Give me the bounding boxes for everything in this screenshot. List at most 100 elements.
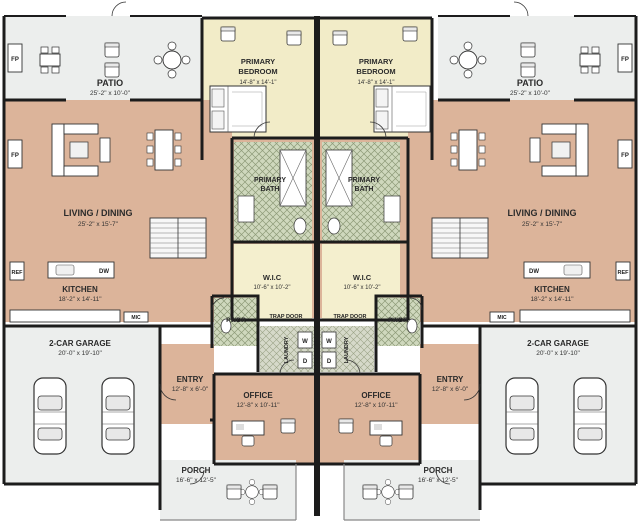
car-icon bbox=[33, 377, 67, 455]
right-kitchen-dims: 18'-2" x 14'-11" bbox=[530, 296, 574, 303]
chair-icon bbox=[104, 62, 120, 78]
chair-icon bbox=[332, 30, 348, 46]
chair-icon bbox=[220, 26, 236, 42]
left-bath-label-1: PRIMARY bbox=[254, 177, 286, 184]
right-garage-label: 2-CAR GARAGE bbox=[527, 339, 589, 348]
right-bedroom-label-2: BEDROOM bbox=[356, 67, 395, 76]
kitchen-island bbox=[489, 261, 631, 323]
right-fp-patio: FP bbox=[621, 57, 629, 63]
left-kitchen-dims: 18'-2" x 14'-11" bbox=[58, 296, 102, 303]
left-trapdoor-label: TRAP DOOR bbox=[270, 314, 303, 320]
left-walls bbox=[2, 16, 314, 510]
left-entry-floor bbox=[160, 344, 214, 424]
right-living-dims: 25'-2" x 15'-7" bbox=[522, 221, 563, 228]
dining-table-icon bbox=[450, 129, 486, 171]
chair-icon bbox=[262, 484, 278, 500]
right-bedroom-dims: 14'-8" x 14'-1" bbox=[358, 80, 395, 86]
right-living-floor bbox=[408, 100, 636, 322]
chair-icon bbox=[286, 30, 302, 46]
left-kitchen-label: KITCHEN bbox=[62, 285, 98, 294]
bath-fixtures bbox=[325, 149, 418, 334]
left-laundry-label: LAUNDRY bbox=[284, 336, 290, 363]
chair-icon bbox=[520, 42, 536, 58]
right-bath-label-2: BATH bbox=[355, 186, 374, 193]
left-fp-patio: FP bbox=[11, 57, 19, 63]
left-mic-label: MIC bbox=[131, 315, 141, 321]
right-laundry-label: LAUNDRY bbox=[344, 336, 350, 363]
chair-icon bbox=[280, 418, 296, 434]
left-living-dims: 25'-2" x 15'-7" bbox=[78, 221, 119, 228]
left-living-floor bbox=[4, 100, 232, 322]
chair-icon bbox=[338, 418, 354, 434]
left-doors bbox=[111, 1, 295, 485]
left-bedroom-dims: 14'-8" x 14'-1" bbox=[240, 80, 277, 86]
left-living-label: LIVING / DINING bbox=[63, 208, 132, 218]
left-garage-label: 2-CAR GARAGE bbox=[49, 339, 111, 348]
left-pwdr-label: PWDR bbox=[226, 317, 246, 324]
chair-icon bbox=[226, 484, 242, 500]
fireplace-icon bbox=[617, 43, 633, 169]
fireplace-icon bbox=[7, 43, 23, 169]
washer-icon bbox=[297, 331, 313, 349]
bed-icon bbox=[209, 85, 267, 133]
right-pwdr-label: PWDR bbox=[388, 317, 408, 324]
right-dw-label: DW bbox=[529, 269, 539, 275]
chair-icon bbox=[402, 26, 418, 42]
right-patio-label: PATIO bbox=[517, 78, 543, 88]
left-pwdr-floor bbox=[214, 298, 258, 346]
right-doors bbox=[345, 1, 529, 485]
left-office-dims: 12'-8" x 10'-11" bbox=[236, 402, 280, 409]
right-wic-label: W.I.C bbox=[353, 273, 372, 282]
dining-table-icon bbox=[146, 129, 182, 171]
right-patio-dims: 25'-2" x 10'-0" bbox=[510, 90, 551, 97]
left-garage-dims: 20'-0" x 19'-10" bbox=[58, 350, 102, 357]
right-office-label: OFFICE bbox=[361, 391, 391, 400]
left-porch-label: PORCH bbox=[182, 466, 211, 475]
dryer-icon bbox=[297, 351, 313, 369]
right-w-label: W bbox=[326, 339, 332, 345]
right-porch-dims: 16'-6" x 12'-5" bbox=[418, 477, 459, 484]
right-unit: FP FP DW REF MIC bbox=[320, 1, 638, 521]
washer-icon bbox=[321, 331, 337, 349]
left-wic-label: W.I.C bbox=[263, 273, 282, 282]
left-porch-dims: 16'-6" x 12'-5" bbox=[176, 477, 217, 484]
chair-icon bbox=[398, 484, 414, 500]
stairs-icon bbox=[431, 217, 489, 259]
car-icon bbox=[505, 377, 539, 455]
chair-icon bbox=[520, 62, 536, 78]
left-bedroom-label-1: PRIMARY bbox=[241, 57, 275, 66]
left-wic-dims: 10'-6" x 10'-2" bbox=[254, 285, 291, 291]
car-icon bbox=[101, 377, 135, 455]
right-garage-dims: 20'-0" x 19'-10" bbox=[536, 350, 580, 357]
left-patio-label: PATIO bbox=[97, 78, 123, 88]
right-entry-floor bbox=[420, 344, 480, 424]
stairs-icon bbox=[149, 217, 207, 259]
right-office-dims: 12'-8" x 10'-11" bbox=[354, 402, 398, 409]
right-mic-label: MIC bbox=[497, 315, 507, 321]
left-entry-label: ENTRY bbox=[177, 375, 204, 384]
bed-icon bbox=[373, 85, 431, 133]
right-porch-label: PORCH bbox=[424, 466, 453, 475]
right-living-label: LIVING / DINING bbox=[507, 208, 576, 218]
bath-fixtures bbox=[220, 149, 307, 334]
right-bath-label-1: PRIMARY bbox=[348, 177, 380, 184]
right-entry-dims: 12'-8" x 6'-0" bbox=[432, 386, 469, 393]
left-ref-label: REF bbox=[12, 270, 24, 276]
left-patio-dims: 25'-2" x 10'-0" bbox=[90, 90, 131, 97]
car-icon bbox=[573, 377, 607, 455]
party-wall bbox=[314, 16, 320, 516]
left-fp-living: FP bbox=[11, 153, 19, 159]
left-d-label: D bbox=[303, 359, 308, 365]
left-office-floor bbox=[214, 374, 314, 464]
right-walls bbox=[320, 16, 638, 510]
chair-icon bbox=[362, 484, 378, 500]
chair-icon bbox=[104, 42, 120, 58]
right-wic-dims: 10'-6" x 10'-2" bbox=[344, 285, 381, 291]
right-trapdoor-label: TRAP DOOR bbox=[334, 314, 367, 320]
right-bedroom-label-1: PRIMARY bbox=[359, 57, 393, 66]
left-w-label: W bbox=[302, 339, 308, 345]
right-kitchen-label: KITCHEN bbox=[534, 285, 570, 294]
dryer-icon bbox=[321, 351, 337, 369]
right-office-floor bbox=[320, 374, 420, 464]
